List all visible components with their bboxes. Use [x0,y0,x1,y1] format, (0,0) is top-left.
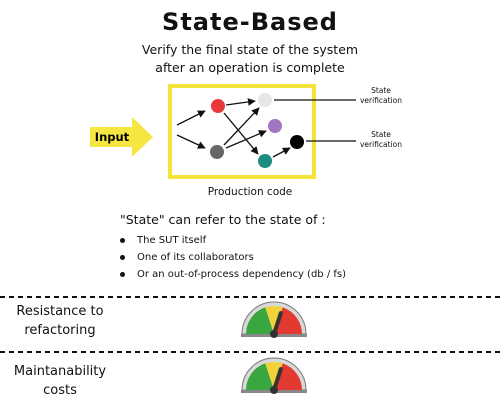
node-red [211,99,225,113]
node-black [290,135,304,149]
list-item-text: The SUT itself [137,235,207,246]
bullet-icon [120,272,125,277]
metric-maintainability-label: Maintanability costs [0,362,120,400]
list-item-text: Or an out-of-process dependency (db / fs… [137,269,347,280]
production-code-label: Production code [207,186,293,198]
page-title: State-Based [162,8,338,36]
gauge-maintainability [241,357,307,394]
verification-label-2-line-1: State [371,130,391,139]
metric-2-line-2: costs [43,383,77,398]
verification-label-1-line-1: State [371,86,391,95]
node-teal [258,154,272,168]
metric-2-line-1: Maintanability [13,364,107,379]
list-item: Or an out-of-process dependency (db / fs… [120,266,346,283]
node-white [258,93,272,107]
subtitle-line-2: after an operation is complete [155,60,345,75]
list-item-text: One of its collaborators [137,252,254,263]
production-code-box [168,84,316,179]
metric-resistance-label: Resistance to refactoring [0,302,120,340]
edge-gray-white [223,107,260,146]
bullet-icon [120,238,125,243]
bullet-icon [120,255,125,260]
verification-label-2-line-2: verification [359,140,403,149]
node-purple [268,119,282,133]
input-arrow [90,117,153,157]
edge-red-teal [223,112,259,155]
metric-1-line-2: refactoring [24,323,96,338]
verification-label-1-line-2: verification [359,96,403,105]
edge-gray-purple [225,130,267,149]
node-gray [210,145,224,159]
input-label: Input [95,130,130,144]
list-item: One of its collaborators [120,249,346,266]
list-item: The SUT itself [120,232,346,249]
verification-label-2: State verification [346,130,416,150]
edge-entry-red [176,110,206,126]
metric-1-line-1: Resistance to [16,304,104,319]
state-heading: "State" can refer to the state of : [120,212,326,227]
edge-red-white [225,98,256,106]
edge-entry-gray [176,134,206,149]
gauge-resistance [241,301,307,338]
verification-label-1: State verification [346,86,416,106]
edge-teal-black [272,147,291,158]
subtitle-line-1: Verify the final state of the system [141,42,359,57]
state-list: The SUT itself One of its collaborators … [120,232,346,283]
